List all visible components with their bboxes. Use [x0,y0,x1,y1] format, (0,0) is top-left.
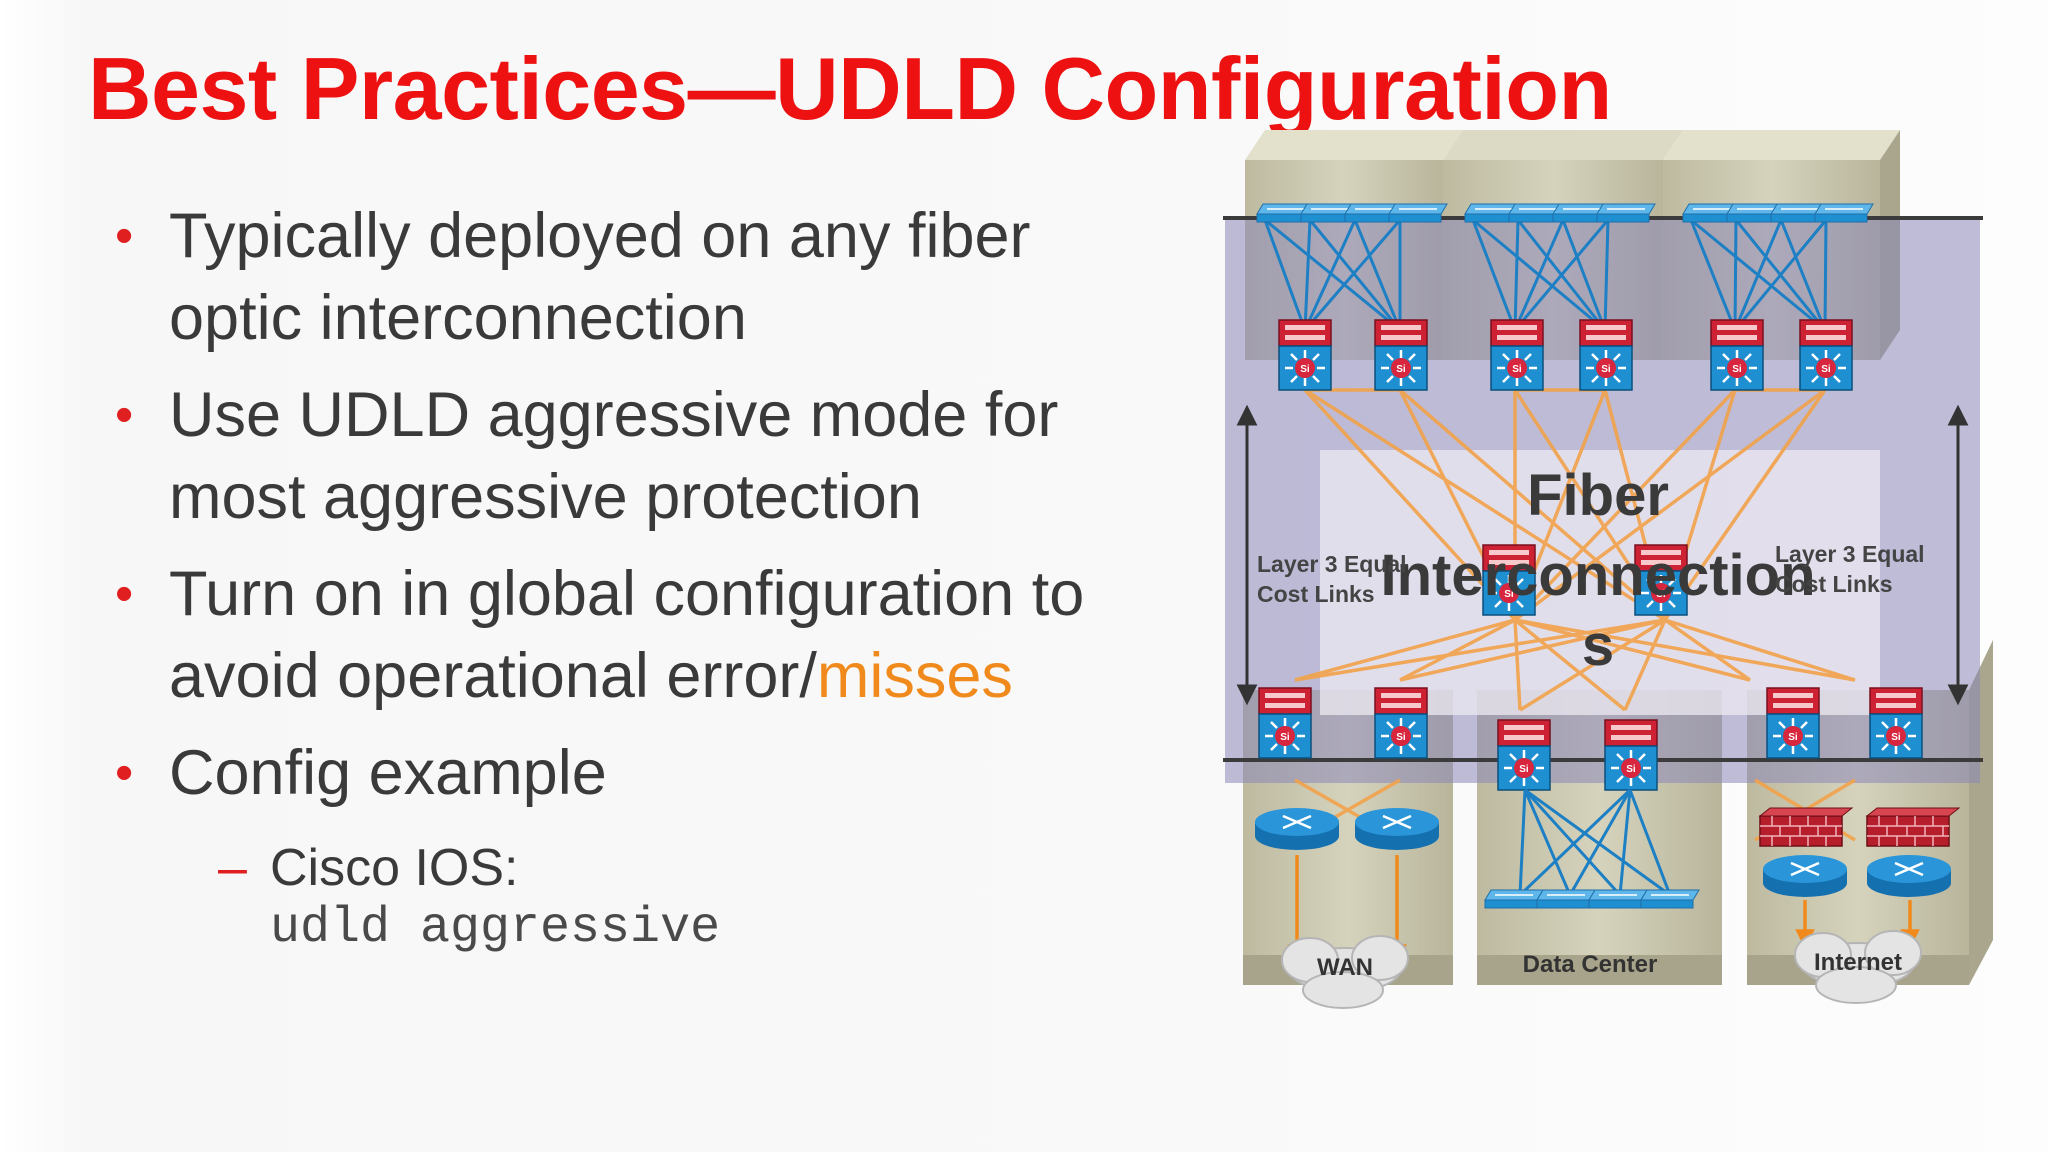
data-center-access-switches [1484,889,1700,909]
bullet-marker: • [115,207,134,265]
slide-title: Best Practices—UDLD Configuration [88,39,1612,138]
left-link-label-line2: Cost Links [1257,581,1375,607]
overlay-title-line1: Fiber [1527,463,1669,528]
bullet-item: • Use UDLD aggressive mode for most aggr… [115,374,1195,538]
bullet-item: • Typically deployed on any fiber optic … [115,195,1195,359]
access-cabling-top [1263,218,1828,332]
equal-cost-arrows [1236,404,1969,706]
sub-bullet-dash: – [218,839,247,897]
bullet-text-line: Config example [169,738,607,808]
sub-bullet: – Cisco IOS: [218,836,519,900]
bullet-text-line: Turn on in global configuration to [169,559,1085,629]
bullet-text-line: avoid operational error/ [169,641,817,711]
overlay-title-line3: s [1582,613,1614,678]
bullet-text-line: optic interconnection [169,283,747,353]
bullet-text-line: Typically deployed on any fiber [169,201,1031,271]
fiber-inner-panel [1320,450,1880,715]
bullet-text-line: Use UDLD aggressive mode for [169,380,1059,450]
sub-bullet-label: Cisco IOS: [270,839,519,897]
bullet-list: • Typically deployed on any fiber optic … [115,195,1195,829]
bullet-accent-text: misses [816,641,1013,711]
wan-label: WAN [1317,954,1373,981]
bullet-text-line: most aggressive protection [169,462,922,532]
internet-label: Internet [1814,949,1902,976]
bullet-marker: • [115,386,134,444]
config-code: udld aggressive [270,900,721,957]
right-link-label-line1: Layer 3 Equal [1775,541,1925,567]
bullet-item: • Turn on in global configuration to avo… [115,553,1195,717]
data-center-cabling [1518,788,1672,897]
bullet-item: • Config example [115,732,1195,814]
left-link-label-line1: Layer 3 Equal [1257,551,1407,577]
wan-cloud-icon [1281,935,1409,1009]
right-link-label-line2: Cost Links [1775,571,1893,597]
bullet-marker: • [115,744,134,802]
campus-network-diagram: Si [1223,130,1993,1009]
internet-cloud-icon [1794,930,1922,1004]
top-access-switches [1256,203,1874,223]
bullet-marker: • [115,565,134,623]
overlay-title-line2: Interconnection [1380,543,1815,608]
data-center-label: Data Center [1523,951,1658,978]
